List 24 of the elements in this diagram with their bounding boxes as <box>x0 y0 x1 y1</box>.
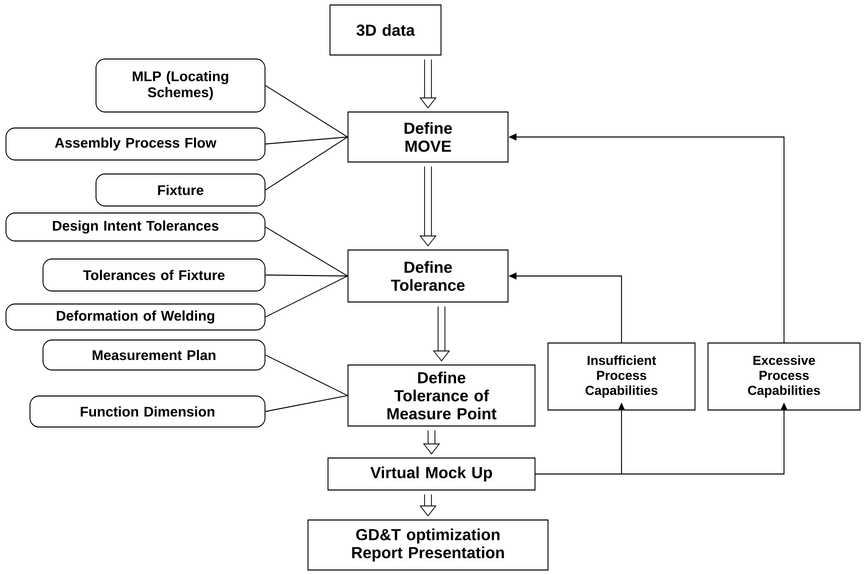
input-box: Design Intent Tolerances <box>6 212 266 242</box>
input-box: Tolerances of Fixture <box>42 258 266 292</box>
connector-line <box>265 274 348 276</box>
connector-line <box>265 85 348 138</box>
input-box: Measurement Plan <box>42 340 266 370</box>
data-box: 3D data <box>330 4 442 56</box>
process-box: Define MOVE <box>348 112 508 162</box>
input-box: MLP (Locating Schemes) <box>96 58 266 112</box>
connector-line <box>265 226 348 276</box>
process-box: Virtual Mock Up <box>328 458 536 490</box>
report-box: GD&T optimization Report Presentation <box>308 520 548 570</box>
connector-line <box>265 136 348 144</box>
process-box: Define Tolerance <box>348 250 508 302</box>
input-box: Deformation of Welding <box>6 304 266 330</box>
input-box: Assembly Process Flow <box>6 128 266 160</box>
result-box: Excessive Process Capabilities <box>708 342 860 410</box>
result-box: Insufficient Process Capabilities <box>548 342 696 410</box>
connector-line <box>265 395 348 412</box>
connector-line <box>265 136 348 190</box>
process-box: Define Tolerance of Measure Point <box>348 364 536 426</box>
connector-line <box>265 276 348 318</box>
connector-line <box>265 354 348 396</box>
input-box: Fixture <box>96 174 266 206</box>
input-box: Function Dimension <box>30 396 266 428</box>
